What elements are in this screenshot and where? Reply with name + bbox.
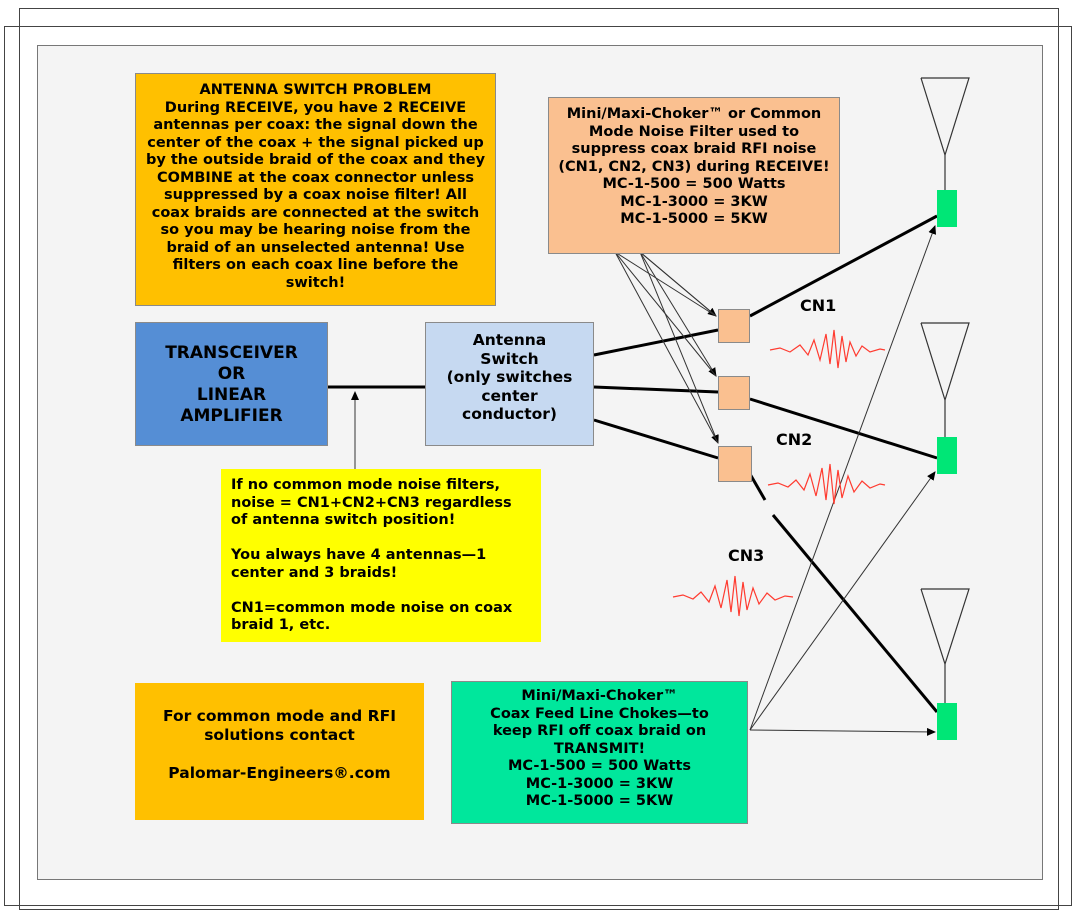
antenna-switch-box: Antenna Switch (only switches center con… <box>425 322 594 446</box>
filter-cn2 <box>718 376 750 410</box>
antenna-1-icon <box>920 77 970 192</box>
noise-label-cn1: CN1 <box>800 296 837 315</box>
filter-cn3 <box>718 446 752 482</box>
antenna-3-icon <box>920 588 970 703</box>
transceiver-box: TRANSCEIVER OR LINEAR AMPLIFIER <box>135 322 328 446</box>
transmit-choke-box: Mini/Maxi-Choker™ Coax Feed Line Chokes—… <box>451 681 748 824</box>
noise-wave-cn3 <box>672 575 794 617</box>
no-filter-note-box: If no common mode noise filters, noise =… <box>221 469 541 642</box>
antenna-switch-problem-box: ANTENNA SWITCH PROBLEM During RECEIVE, y… <box>135 73 496 306</box>
filter-pointer-arrows <box>351 251 719 482</box>
receive-filter-box: Mini/Maxi-Choker™ or Common Mode Noise F… <box>548 97 840 254</box>
coax-lines <box>328 214 939 713</box>
noise-wave-cn2 <box>767 463 886 505</box>
antenna-2-icon <box>920 322 970 437</box>
filter-cn1 <box>718 309 750 343</box>
contact-box: For common mode and RFI solutions contac… <box>135 683 424 820</box>
antenna-2-feed <box>937 437 957 474</box>
antenna-1-feed <box>937 190 957 227</box>
noise-wave-cn1 <box>769 329 886 369</box>
noise-label-cn2: CN2 <box>776 430 813 449</box>
noise-label-cn3: CN3 <box>728 546 765 565</box>
antenna-3-feed <box>937 703 957 740</box>
choke-pointer-arrows <box>749 225 936 736</box>
